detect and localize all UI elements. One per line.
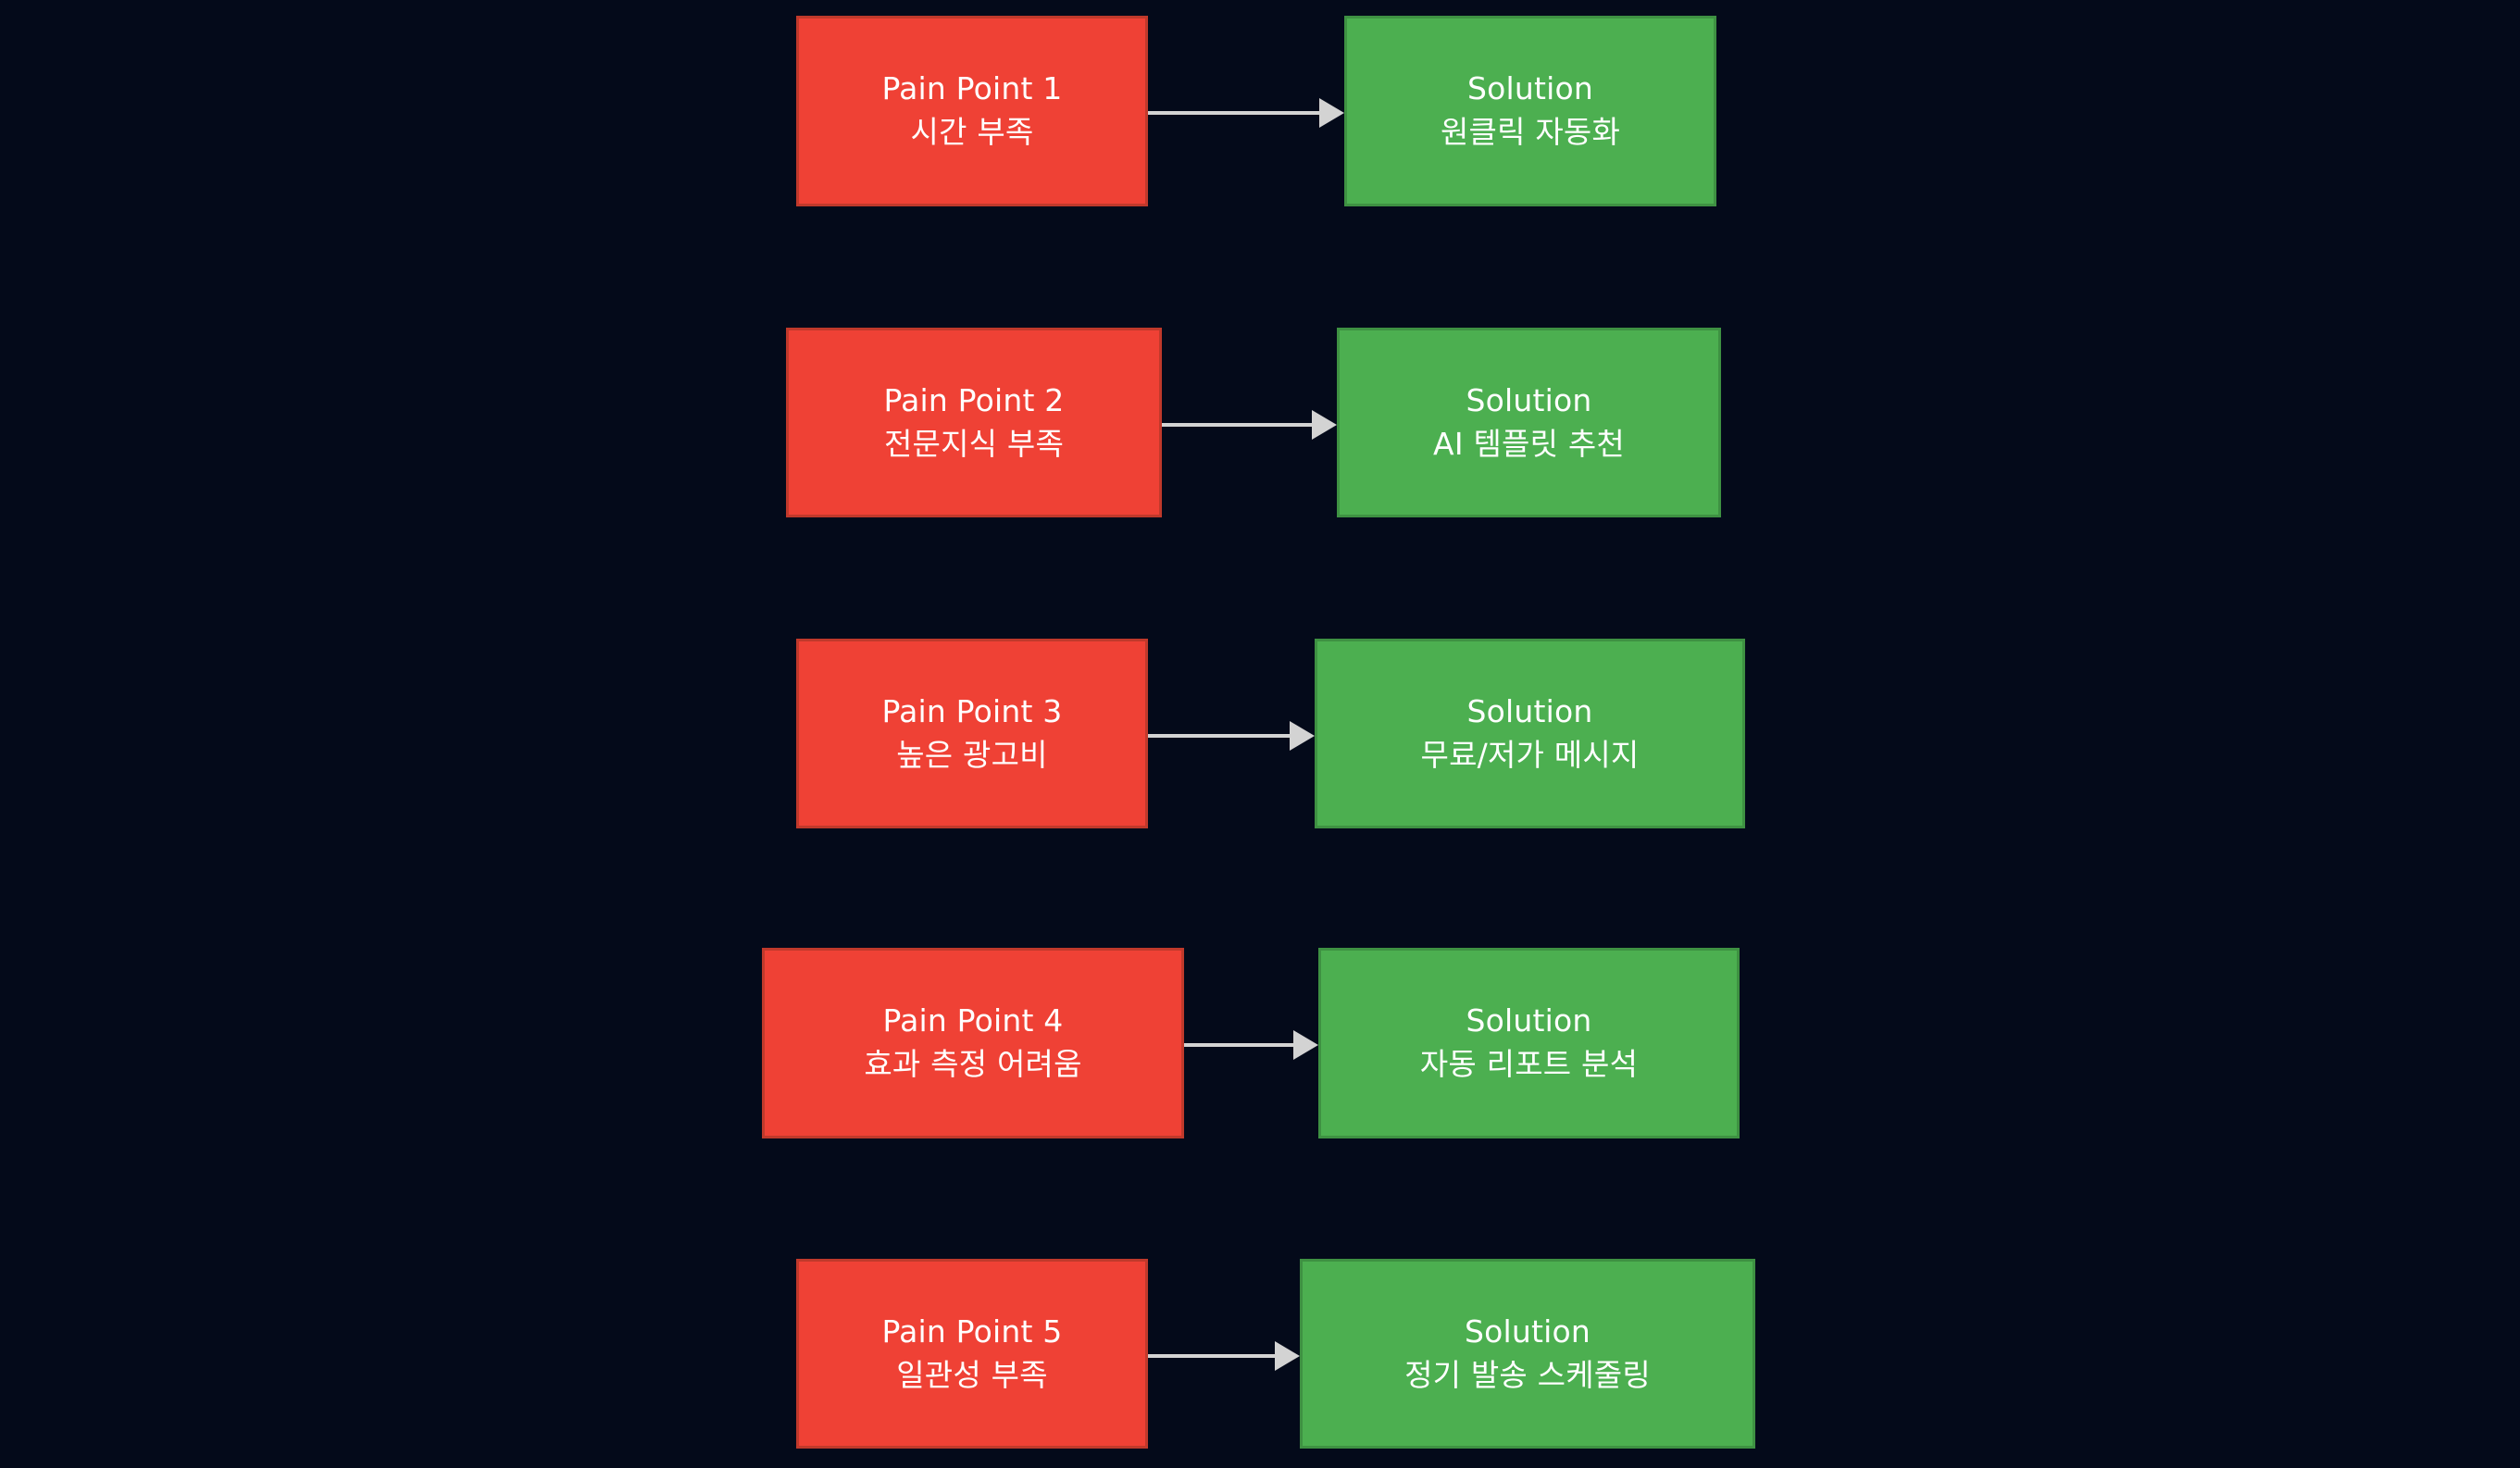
- solution-node-2[interactable]: Solution AI 템플릿 추천: [1337, 328, 1721, 517]
- pain-point-node-4[interactable]: Pain Point 4 효과 측정 어려움: [762, 948, 1184, 1138]
- arrow-1-head: [1319, 98, 1344, 128]
- solution-node-3-line2: 무료/저가 메시지: [1420, 736, 1640, 773]
- pain-point-node-2-line2: 전문지식 부족: [883, 425, 1065, 462]
- pain-point-node-2[interactable]: Pain Point 2 전문지식 부족: [786, 328, 1162, 517]
- solution-node-5-line2: 정기 발송 스케줄링: [1404, 1356, 1651, 1393]
- pain-point-node-4-line2: 효과 측정 어려움: [864, 1046, 1082, 1082]
- solution-node-1-line1: Solution: [1466, 70, 1594, 107]
- pain-point-node-3-line1: Pain Point 3: [881, 692, 1063, 729]
- solution-node-3[interactable]: Solution 무료/저가 메시지: [1315, 639, 1745, 828]
- solution-node-2-line2: AI 템플릿 추천: [1433, 425, 1625, 462]
- pain-point-node-5-line1: Pain Point 5: [881, 1312, 1063, 1350]
- solution-node-3-line1: Solution: [1466, 692, 1593, 729]
- pain-point-node-1[interactable]: Pain Point 1 시간 부족: [796, 16, 1148, 206]
- arrow-4-head: [1293, 1030, 1318, 1060]
- arrow-2-head: [1312, 410, 1337, 440]
- solution-node-4-line1: Solution: [1466, 1002, 1592, 1039]
- arrow-4-shaft: [1184, 1043, 1293, 1047]
- solution-node-1[interactable]: Solution 원클릭 자동화: [1344, 16, 1716, 206]
- pain-point-node-1-line1: Pain Point 1: [881, 70, 1063, 107]
- solution-node-5-line1: Solution: [1464, 1312, 1591, 1350]
- solution-node-5[interactable]: Solution 정기 발송 스케줄링: [1300, 1259, 1755, 1449]
- solution-node-4[interactable]: Solution 자동 리포트 분석: [1318, 948, 1740, 1138]
- arrow-5-head: [1275, 1341, 1300, 1371]
- arrow-2-shaft: [1162, 423, 1312, 427]
- pain-point-node-5[interactable]: Pain Point 5 일관성 부족: [796, 1259, 1148, 1449]
- pain-point-node-3-line2: 높은 광고비: [896, 736, 1048, 773]
- solution-node-4-line2: 자동 리포트 분석: [1419, 1046, 1639, 1082]
- pain-point-node-5-line2: 일관성 부족: [896, 1356, 1048, 1393]
- pain-point-node-1-line2: 시간 부족: [910, 114, 1034, 150]
- pain-point-node-4-line1: Pain Point 4: [882, 1002, 1064, 1039]
- solution-node-1-line2: 원클릭 자동화: [1440, 114, 1621, 150]
- solution-node-2-line1: Solution: [1466, 381, 1592, 418]
- pain-point-node-2-line1: Pain Point 2: [883, 381, 1065, 418]
- arrow-3-head: [1290, 721, 1315, 751]
- pain-point-node-3[interactable]: Pain Point 3 높은 광고비: [796, 639, 1148, 828]
- arrow-1-shaft: [1148, 111, 1319, 115]
- arrow-5-shaft: [1148, 1354, 1275, 1358]
- arrow-3-shaft: [1148, 734, 1290, 738]
